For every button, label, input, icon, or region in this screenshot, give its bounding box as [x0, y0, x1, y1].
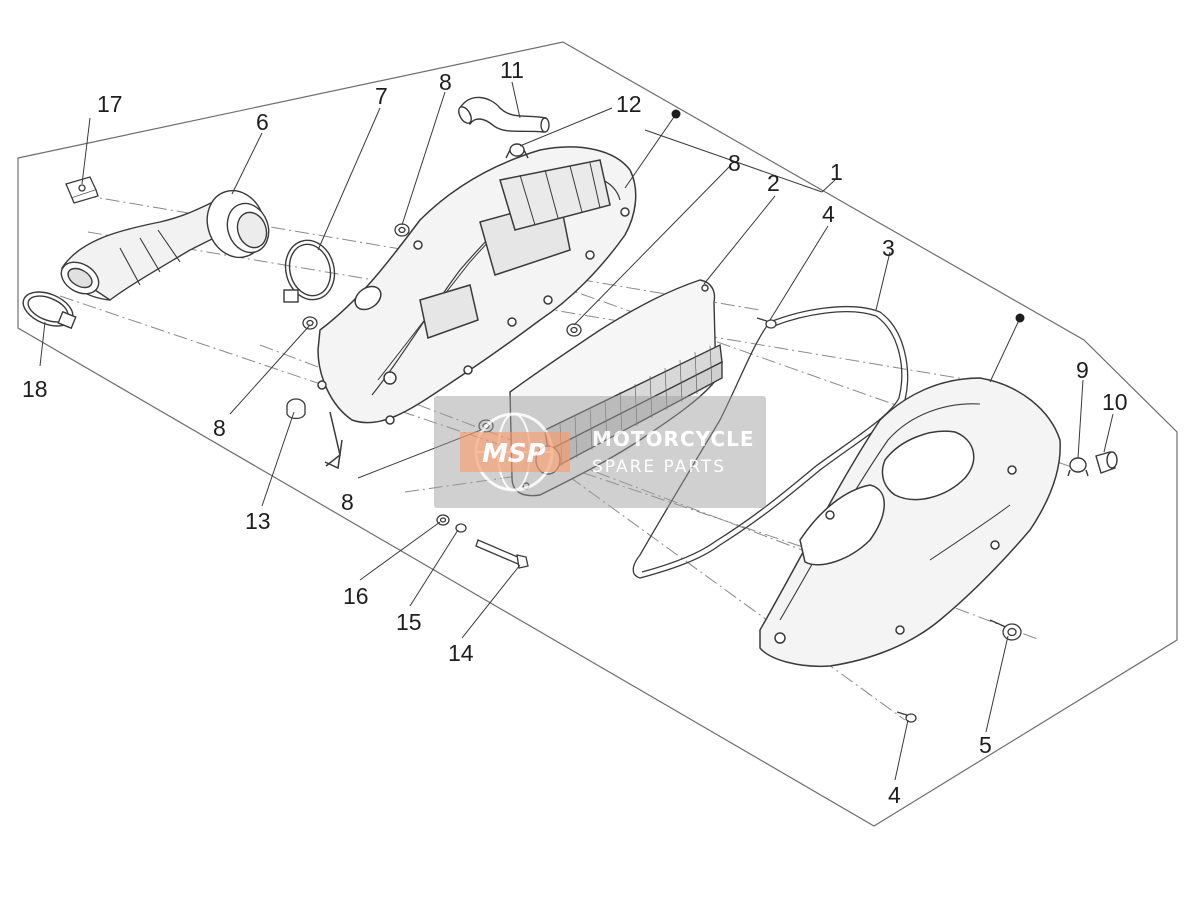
part-13-nut [286, 398, 306, 420]
callout-2: 2 [767, 170, 780, 196]
callout-6: 6 [256, 109, 269, 135]
callout-4: 4 [888, 782, 901, 808]
part-18-hose-clamp [22, 291, 77, 330]
callout-9: 9 [1076, 357, 1089, 383]
callout-3: 3 [882, 235, 895, 261]
reference-dot [1015, 313, 1025, 323]
part-12-clip [505, 143, 529, 159]
callout-8: 8 [213, 415, 226, 441]
callout-4: 4 [822, 201, 835, 227]
part-5-screw [989, 619, 1022, 641]
callout-1: 1 [830, 159, 843, 185]
part-11-breather-hose [458, 96, 550, 133]
watermark-logo: MSP [482, 439, 546, 469]
airbox-housing [317, 146, 637, 470]
callout-8: 8 [728, 150, 741, 176]
part-1-airbox-cover [759, 377, 1061, 668]
callout-5: 5 [979, 732, 992, 758]
assembly-frame [17, 41, 1178, 827]
part-15-washer [455, 523, 467, 533]
callout-10: 10 [1102, 389, 1128, 415]
callout-17: 17 [97, 91, 123, 117]
callout-16: 16 [343, 583, 369, 609]
part-9-clip [1067, 457, 1089, 477]
callout-12: 12 [616, 91, 642, 117]
reference-dot [671, 109, 681, 119]
part-14-bolt [475, 539, 529, 569]
callout-8: 8 [439, 69, 452, 95]
callouts: 17 6 7 8 11 12 8 2 1 4 3 9 10 18 8 13 8 … [22, 57, 1128, 808]
part-10-cap [1095, 451, 1118, 474]
part-4-screws [756, 317, 917, 723]
part-16-washer [436, 514, 450, 526]
callout-15: 15 [396, 609, 422, 635]
part-3-gasket [632, 306, 909, 579]
leader-lines [39, 81, 1114, 781]
callout-11: 11 [500, 57, 524, 83]
callout-7: 7 [375, 83, 388, 109]
part-6-intake-duct [60, 189, 270, 301]
watermark-line2: SPARE PARTS [592, 457, 726, 477]
watermark-line1: MOTORCYCLE [592, 427, 754, 451]
callout-14: 14 [448, 640, 474, 666]
part-7-clamp [283, 239, 336, 303]
watermark: MSP MOTORCYCLE SPARE PARTS [434, 396, 766, 508]
part-17-clip-nut [65, 176, 99, 204]
callout-13: 13 [245, 508, 271, 534]
callout-18: 18 [22, 376, 48, 402]
callout-8: 8 [341, 489, 354, 515]
part-8-grommets [302, 223, 582, 433]
